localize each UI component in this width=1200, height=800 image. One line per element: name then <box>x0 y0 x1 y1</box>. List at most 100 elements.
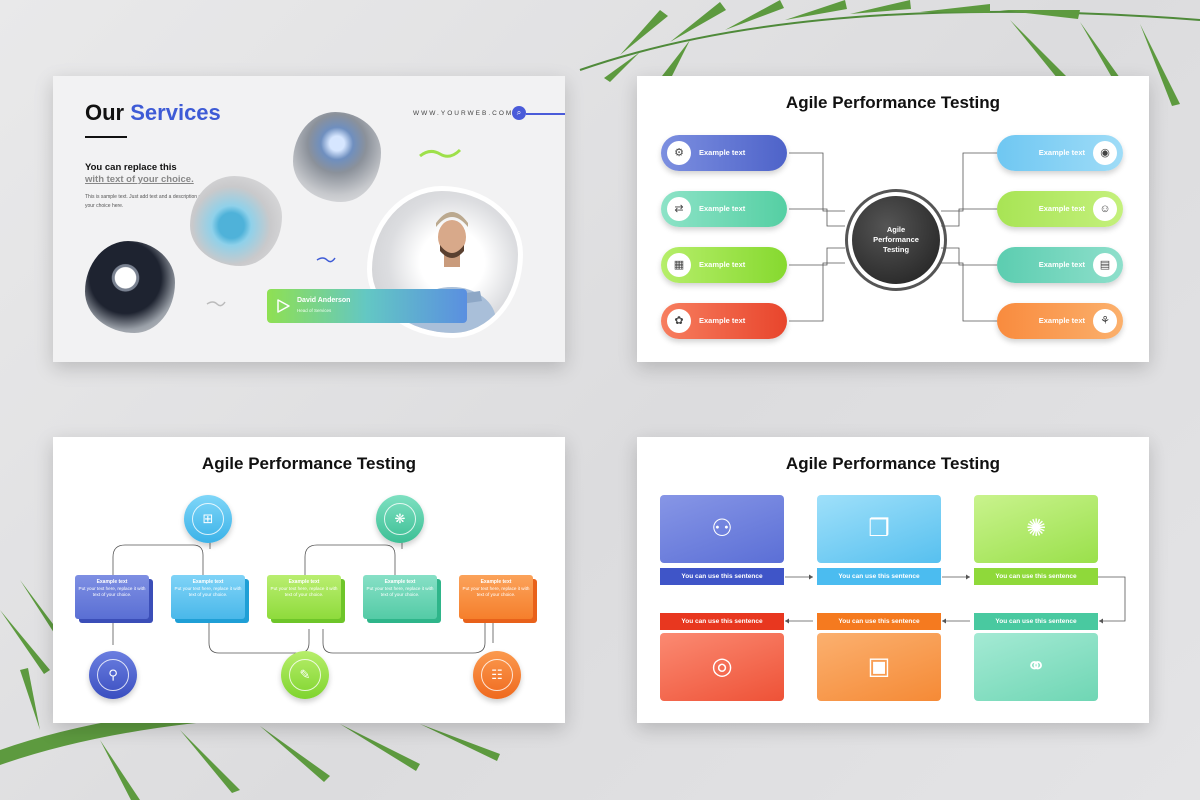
pill-label: Example text <box>699 260 746 269</box>
circle-step-5: ☷ <box>473 651 521 699</box>
circle-step-2: ⊞ <box>184 495 232 543</box>
box-title: Example text <box>192 579 224 585</box>
workflow-icon: ▤ <box>1093 253 1117 277</box>
person-role: Head of Services <box>297 308 332 313</box>
box-body: Put your text here, replace it with text… <box>270 585 338 598</box>
title-underline <box>85 136 127 138</box>
box-title: Example text <box>288 579 320 585</box>
step-card-2: ❒ <box>817 495 941 563</box>
box-body: Put your text here, replace it with text… <box>78 585 146 598</box>
name-card: David Anderson Head of Services <box>267 289 467 323</box>
hub-ring <box>845 189 947 291</box>
step-label-2: You can use this sentence <box>817 568 941 585</box>
step-card-5: ▣ <box>817 633 941 701</box>
team-plus-icon: ⚇ <box>711 515 733 542</box>
pill-right-2[interactable]: ☺ Example text <box>997 191 1123 227</box>
body-text: This is sample text. Just add text and a… <box>85 194 203 209</box>
pill-label: Example text <box>699 316 746 325</box>
eye-icon: ◉ <box>1093 141 1117 165</box>
box-title: Example text <box>384 579 416 585</box>
person-name: David Anderson <box>297 297 351 304</box>
media-icon: ▣ <box>867 653 891 680</box>
pill-left-3[interactable]: ▦ Example text <box>661 247 787 283</box>
step-card-4: ⚭ <box>974 633 1098 701</box>
step-label-4: You can use this sentence <box>974 613 1098 630</box>
analytics-icon: ⚙ <box>667 141 691 165</box>
circle-step-1: ⚲ <box>89 651 137 699</box>
eye-pen-icon: ◎ <box>711 653 733 680</box>
title-part2: Services <box>130 100 221 125</box>
box-body: Put your text here, replace it with text… <box>366 585 434 598</box>
step-label-6: You can use this sentence <box>660 613 784 630</box>
box-body: Put your text here, replace it with text… <box>174 585 242 598</box>
pill-label: Example text <box>699 204 746 213</box>
slide-title: Agile Performance Testing <box>785 454 1001 473</box>
pill-left-1[interactable]: ⚙ Example text <box>661 135 787 171</box>
pill-right-3[interactable]: ▤ Example text <box>997 247 1123 283</box>
pill-right-4[interactable]: ⚘ Example text <box>997 303 1123 339</box>
brain-gear-icon: ❋ <box>384 503 416 535</box>
hub-connectors <box>789 152 997 322</box>
document-check-icon: ✎ <box>289 659 321 691</box>
hub-label: Agile Performance Testing <box>873 225 919 254</box>
circle-step-3: ✎ <box>281 651 329 699</box>
website-url: WWW.YOURWEB.COM <box>413 110 514 117</box>
cube-gear-icon: ❒ <box>868 515 890 542</box>
hub-circle: Agile Performance Testing <box>852 196 940 284</box>
slide-our-services: Our Services You can replace this with t… <box>53 76 565 362</box>
badge-icon <box>277 299 290 313</box>
step-card-3: ✺ <box>974 495 1098 563</box>
pill-left-2[interactable]: ⇄ Example text <box>661 191 787 227</box>
pill-label: Example text <box>699 148 746 157</box>
wavy-line-blue <box>316 257 336 263</box>
pill-label: Example text <box>1038 260 1085 269</box>
pill-right-1[interactable]: ◉ Example text <box>997 135 1123 171</box>
subheading-line1: You can replace this <box>85 162 177 173</box>
box-title: Example text <box>480 579 512 585</box>
gear-brain-icon: ✿ <box>667 309 691 333</box>
photo-blue-rocks <box>190 176 282 266</box>
step-label-3: You can use this sentence <box>974 568 1098 585</box>
title-part1: Our <box>85 100 125 125</box>
clipboard-icon: ☷ <box>481 659 513 691</box>
box-title: Example text <box>96 579 128 585</box>
person-laptop-icon: ☺ <box>1093 197 1117 221</box>
pill-label: Example text <box>1038 204 1085 213</box>
step-card-1: ⚇ <box>660 495 784 563</box>
slide-card-grid: Agile Performance Testing ⚇ You can use … <box>637 437 1149 723</box>
wavy-line-green <box>419 148 462 158</box>
search-icon[interactable]: ⌕ <box>512 106 526 120</box>
photo-cylinder <box>85 241 175 333</box>
grid-connectors <box>785 574 1126 624</box>
flow-icon: ⇄ <box>667 197 691 221</box>
wavy-line-gray <box>206 301 226 307</box>
person-search-icon: ⚲ <box>97 659 129 691</box>
circle-step-4: ❋ <box>376 495 424 543</box>
slide-title: Agile Performance Testing <box>785 93 1001 112</box>
slide-hub-diagram: Agile Performance Testing ⚙Example text … <box>637 76 1149 362</box>
step-label-1: You can use this sentence <box>660 568 784 585</box>
pill-label: Example text <box>1038 148 1085 157</box>
brain-circuit-icon: ✺ <box>1025 515 1047 542</box>
box-body: Put your text here, replace it with text… <box>462 585 530 598</box>
pill-left-4[interactable]: ✿ Example text <box>661 303 787 339</box>
chart-search-icon: ⊞ <box>192 503 224 535</box>
handshake-icon: ⚭ <box>1025 653 1047 680</box>
desk-icon: ▦ <box>667 253 691 277</box>
photo-glass-sphere <box>293 112 381 202</box>
pill-label: Example text <box>1038 316 1085 325</box>
subheading-line2: with text of your choice. <box>85 174 194 185</box>
slide-title: Our Services <box>85 100 221 126</box>
url-line <box>526 113 565 115</box>
step-label-5: You can use this sentence <box>817 613 941 630</box>
subheading: You can replace this with text of your c… <box>85 162 194 186</box>
team-icon: ⚘ <box>1093 309 1117 333</box>
step-card-6: ◎ <box>660 633 784 701</box>
slide-title: Agile Performance Testing <box>201 454 417 473</box>
